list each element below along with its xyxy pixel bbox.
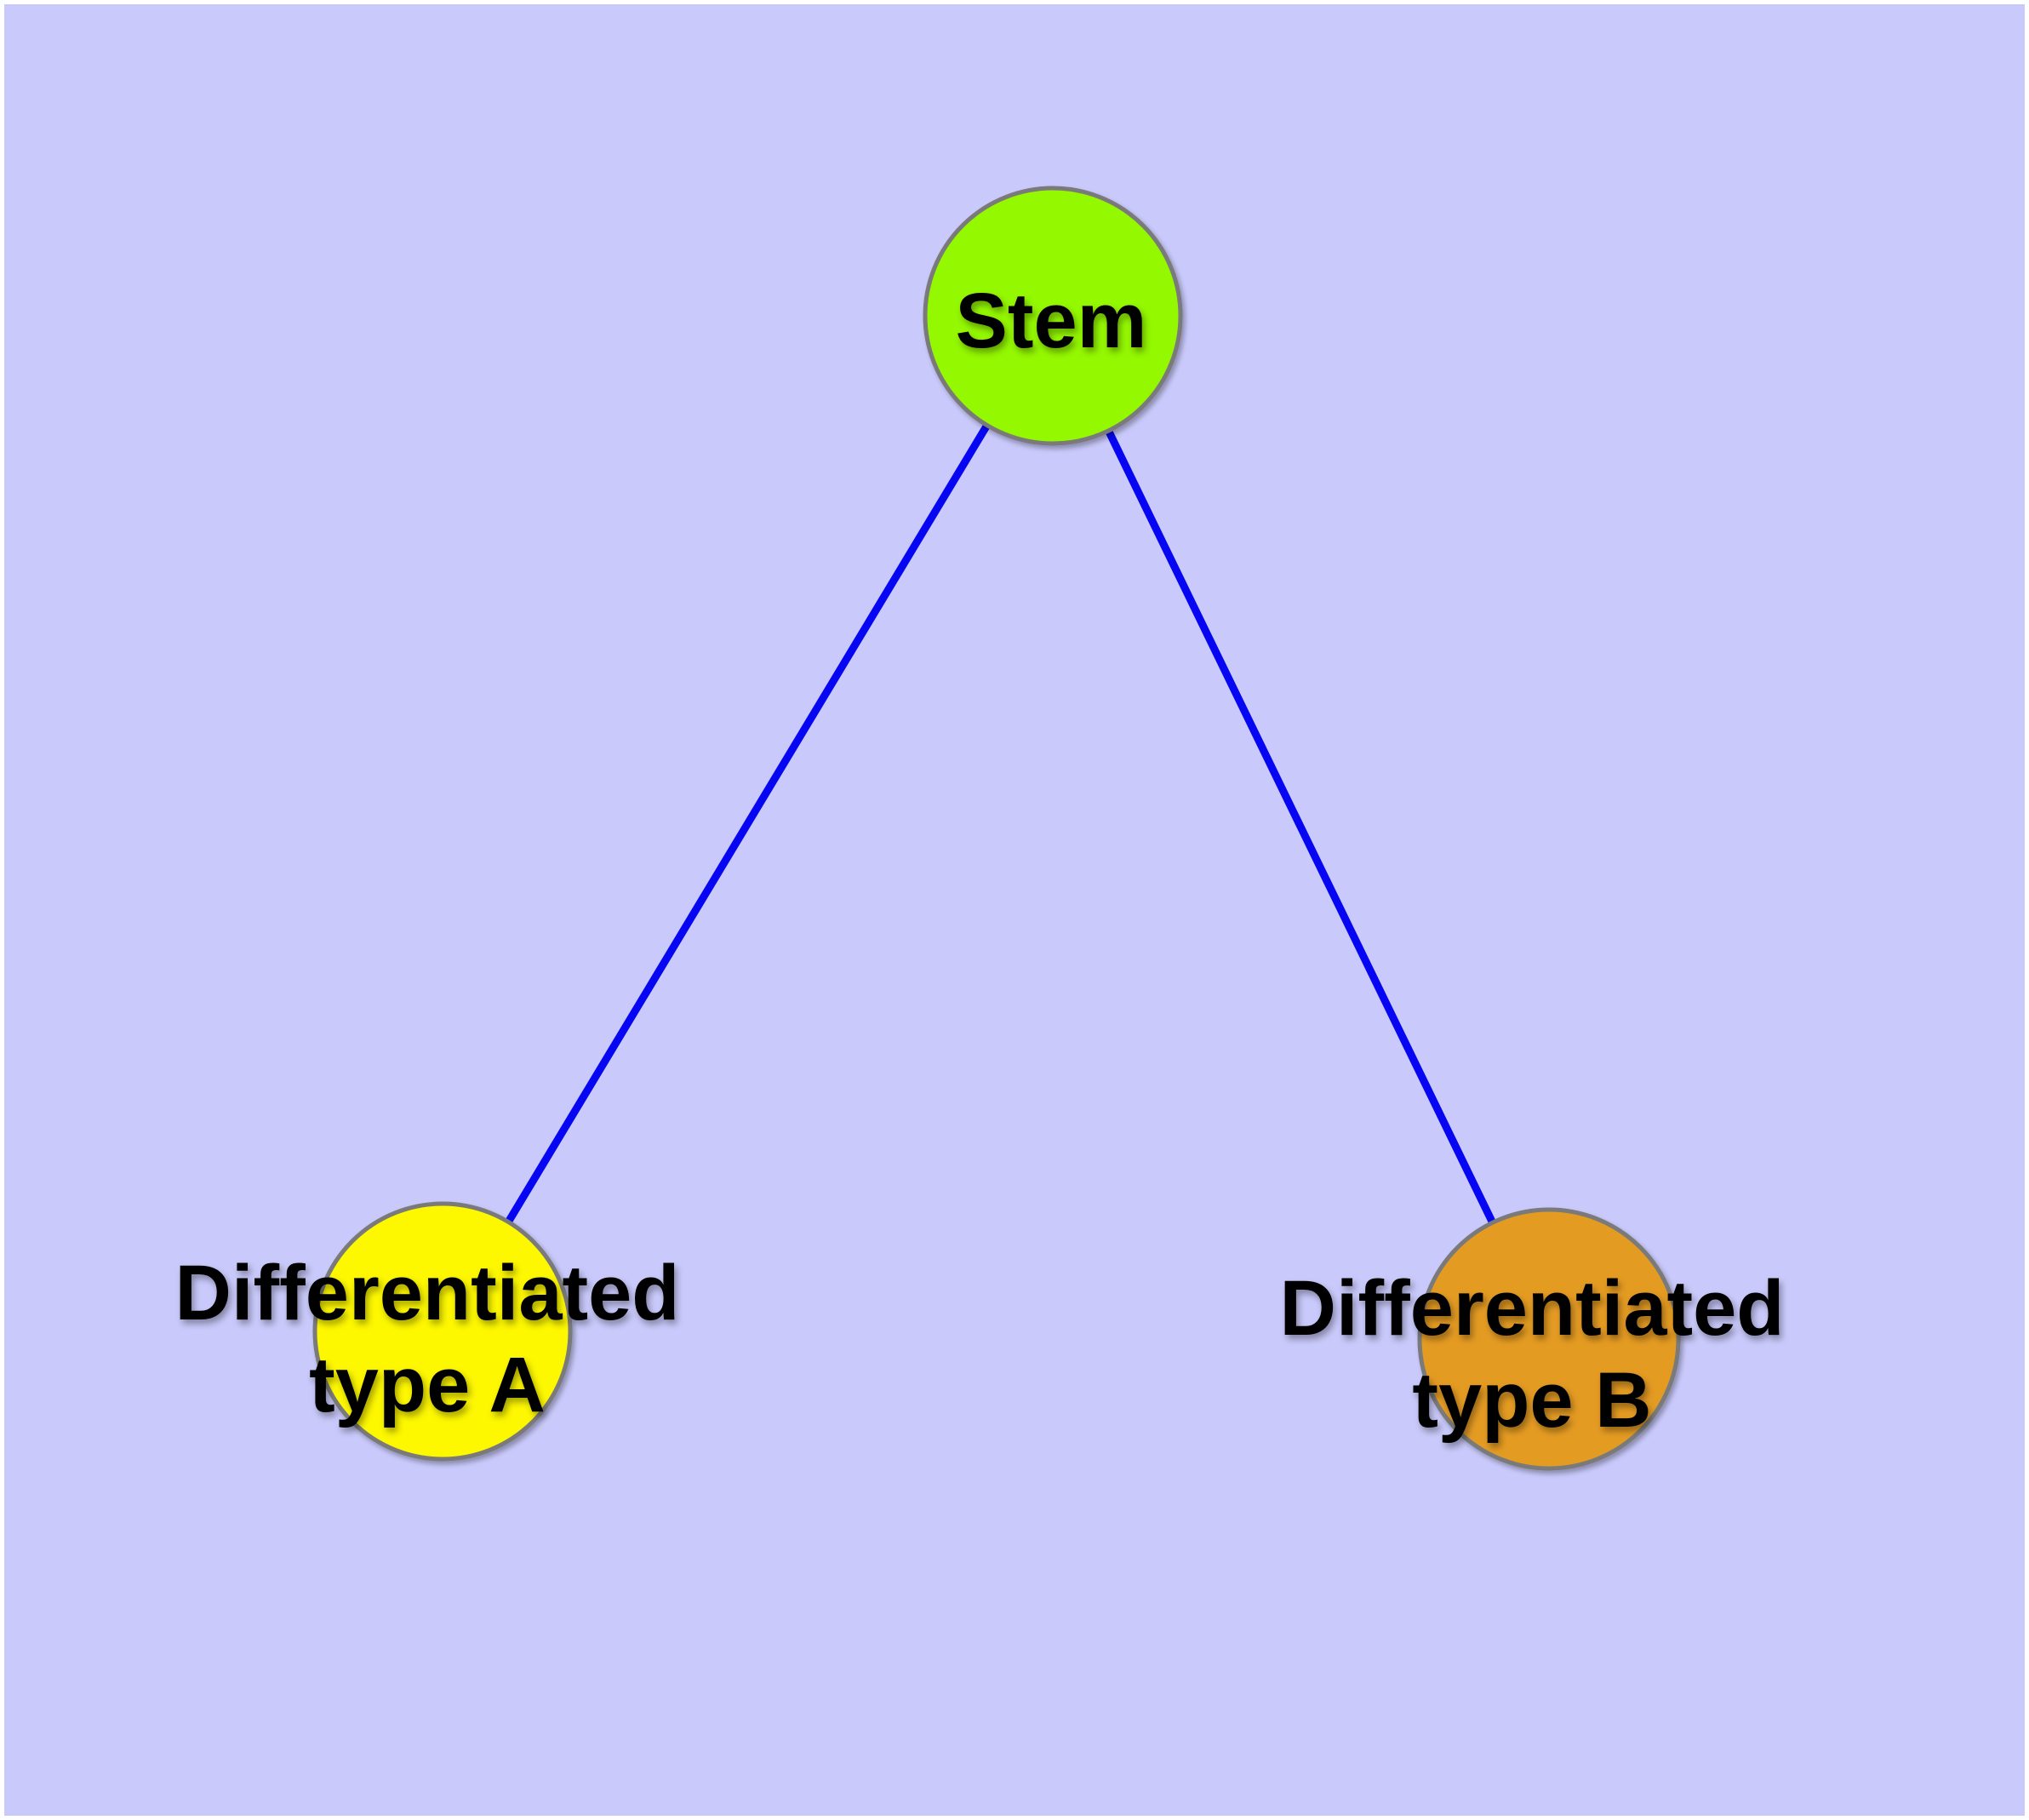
node-type-b-label-line1: Differentiated [1280,1265,1785,1352]
node-layer [312,186,1681,1471]
node-differentiated-type-a [312,1201,573,1462]
edge-layer [439,313,1553,1341]
node-type-a-label-line1: Differentiated [175,1250,680,1336]
node-type-a-label-line2: type A [309,1342,546,1428]
edge-stem-to-type-b [1049,314,1553,1341]
edge-stem-to-type-a [439,313,1056,1334]
node-differentiated-type-b [1417,1207,1681,1471]
label-layer: Stem Differentiated type A Differentiate… [175,278,1785,1444]
node-type-b-label-line2: type B [1412,1357,1651,1444]
node-stem [923,186,1183,446]
node-stem-label: Stem [956,278,1147,364]
